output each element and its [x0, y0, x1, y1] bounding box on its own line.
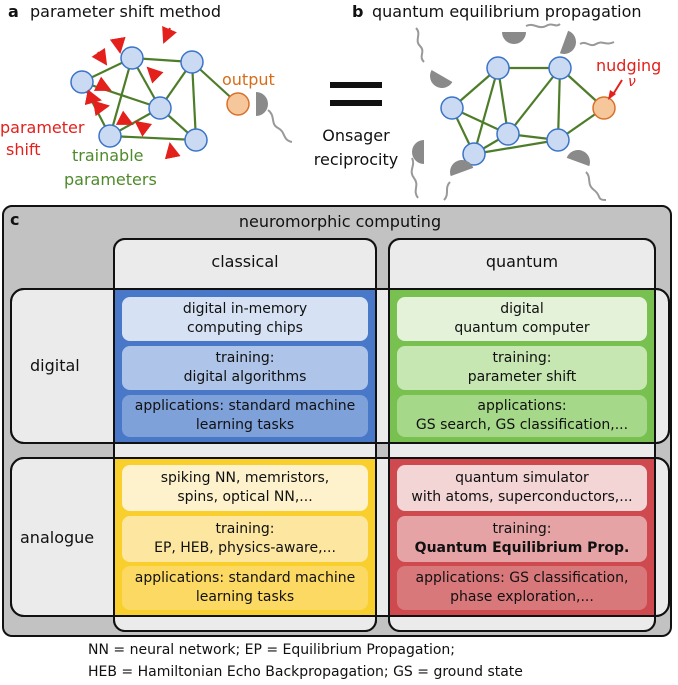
- footnote-line1: NN = neural network; EP = Equilibrium Pr…: [88, 642, 455, 658]
- card-digital-quantum-hardware: digital quantum computer: [397, 297, 647, 341]
- panel-a-network: [70, 25, 293, 160]
- panel-b-letter: b: [352, 2, 364, 21]
- panel-a-letter: a: [8, 2, 19, 21]
- card-digital-classical-hardware: digital in-memory computing chips: [122, 297, 368, 341]
- onsager-line1: Onsager: [322, 126, 390, 145]
- card-analogue-quantum-training: training: Quantum Equilibrium Prop.: [397, 516, 647, 562]
- card-analogue-classical-applications: applications: standard machine learning …: [122, 566, 368, 610]
- parameter-arrows: [84, 25, 181, 160]
- panel-b-title: quantum equilibrium propagation: [372, 2, 642, 21]
- row-analogue-label: analogue: [20, 528, 95, 547]
- column-quantum-label: quantum: [485, 252, 559, 271]
- label-parameter: parameter: [0, 118, 85, 137]
- label-trainable: trainable: [72, 146, 144, 165]
- footnote-line2: HEB = Hamiltonian Echo Backpropagation; …: [88, 664, 523, 680]
- card-analogue-classical-hardware: spiking NN, memristors, spins, optical N…: [122, 465, 368, 511]
- column-classical-label: classical: [211, 252, 279, 271]
- nudging-node: [592, 96, 616, 120]
- network-b-edges: [451, 66, 605, 156]
- panel-c-letter: c: [10, 210, 20, 229]
- card-digital-quantum-applications: applications: GS search, GS classificati…: [397, 395, 647, 437]
- wave-lines: [410, 23, 615, 201]
- label-nudging: nudging: [596, 56, 662, 75]
- label-output: output: [222, 70, 275, 89]
- frame-overlay-analogue: [10, 457, 670, 617]
- output-node: [226, 92, 250, 116]
- frame-overlay-classical: [113, 238, 377, 632]
- frame-overlay-quantum: [388, 238, 656, 632]
- panel-c-title: neuromorphic computing: [238, 212, 442, 231]
- card-digital-classical-applications: applications: standard machine learning …: [122, 395, 368, 437]
- equals-sign: [330, 82, 382, 88]
- card-analogue-classical-training: training: EP, HEB, physics-aware,...: [122, 516, 368, 562]
- network-nodes: [70, 46, 208, 152]
- equals-sign-lower: [330, 100, 382, 106]
- card-analogue-quantum-applications: applications: GS classification, phase e…: [397, 566, 647, 610]
- panel-a-title: parameter shift method: [30, 2, 221, 21]
- detector-icon: [256, 92, 293, 143]
- frame-overlay-digital: [10, 288, 670, 444]
- row-digital-label: digital: [30, 356, 80, 375]
- label-shift: shift: [6, 140, 41, 159]
- card-digital-quantum-training: training: parameter shift: [397, 346, 647, 390]
- card-digital-classical-training: training: digital algorithms: [122, 346, 368, 390]
- label-nu: ν: [628, 74, 636, 90]
- onsager-line2: reciprocity: [313, 150, 399, 169]
- panel-b-network: [410, 23, 623, 201]
- label-parameters: parameters: [64, 170, 157, 189]
- network-b-nodes: [440, 56, 572, 166]
- card-analogue-quantum-hardware: quantum simulator with atoms, supercondu…: [397, 465, 647, 511]
- detector-icons: [412, 30, 590, 177]
